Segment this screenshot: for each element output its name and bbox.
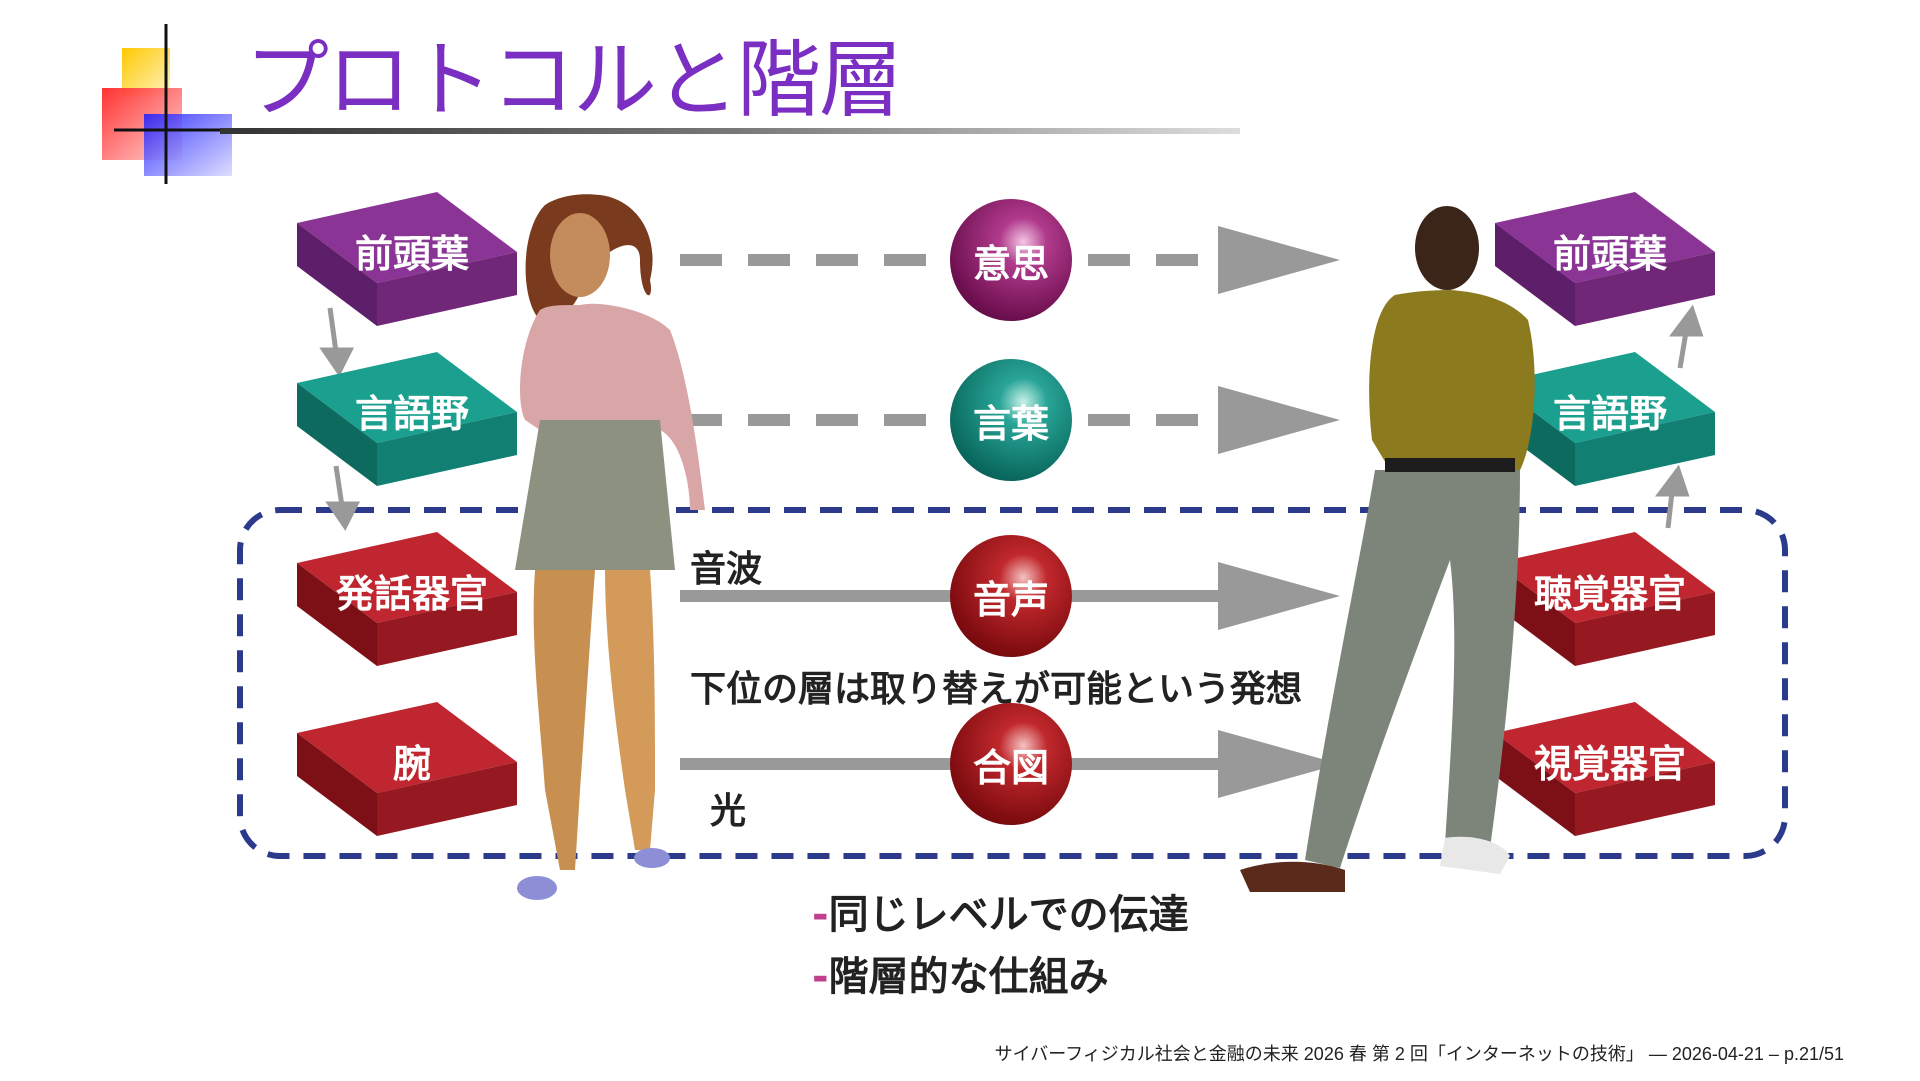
left-box-frontal-lobe: 前頭葉: [297, 192, 527, 332]
left-box-frontal-lobe-label: 前頭葉: [297, 200, 527, 300]
left-box-speech-organ: 発話器官: [297, 532, 527, 672]
bullet-text: 同じレベルでの伝達: [829, 892, 1189, 938]
left-box-language-area: 言語野: [297, 352, 527, 492]
right-box-language-area-label: 言語野: [1495, 360, 1725, 460]
right-box-language-area: 言語野: [1495, 352, 1725, 492]
sphere-signal: 合図: [950, 703, 1072, 825]
right-box-frontal-lobe: 前頭葉: [1495, 192, 1725, 332]
bullet-same-level: -同じレベルでの伝達: [812, 882, 1189, 940]
sphere-words: 言葉: [950, 359, 1072, 481]
bullet-dash: -: [812, 954, 829, 1000]
woman-figure: [515, 194, 705, 900]
bullet-text: 階層的な仕組み: [829, 954, 1109, 1000]
bullet-hierarchy: -階層的な仕組み: [812, 944, 1109, 1002]
sound-wave-label: 音波: [690, 540, 762, 592]
sphere-intent: 意思: [950, 199, 1072, 321]
right-box-auditory-organ-label: 聴覚器官: [1495, 540, 1725, 640]
left-box-arm-label: 腕: [297, 710, 527, 810]
left-box-speech-organ-label: 発話器官: [297, 540, 527, 640]
concept-label: 下位の層は取り替えが可能という発想: [690, 660, 1302, 712]
light-label: 光: [710, 782, 746, 834]
right-box-visual-organ-label: 視覚器官: [1495, 710, 1725, 810]
left-box-language-area-label: 言語野: [297, 360, 527, 460]
left-box-arm: 腕: [297, 702, 527, 842]
sphere-voice: 音声: [950, 535, 1072, 657]
right-box-frontal-lobe-label: 前頭葉: [1495, 200, 1725, 300]
right-box-auditory-organ: 聴覚器官: [1495, 532, 1725, 672]
bullet-dash: -: [812, 892, 829, 938]
slide-footer: サイバーフィジカル社会と金融の未来 2026 春 第 2 回「インターネットの技…: [995, 1040, 1844, 1066]
man-figure: [1240, 206, 1535, 892]
right-box-visual-organ: 視覚器官: [1495, 702, 1725, 842]
